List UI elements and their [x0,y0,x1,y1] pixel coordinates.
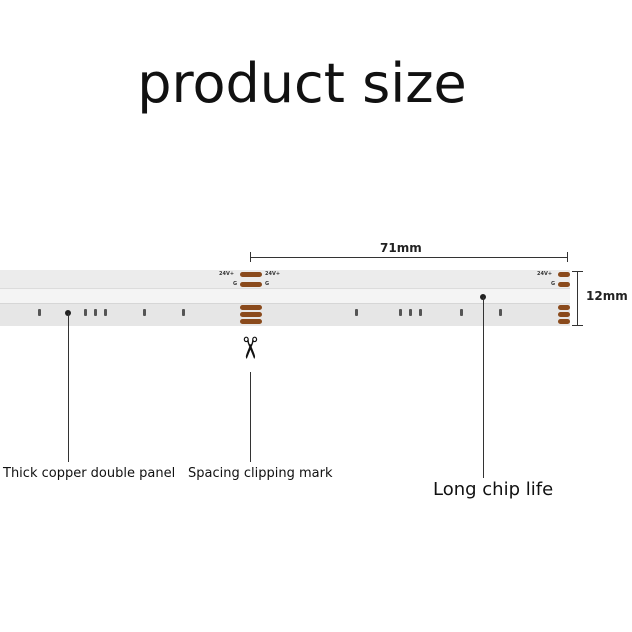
dimension-tick [572,325,583,326]
copper-pad [558,305,570,310]
dimension-tick [567,252,568,262]
copper-pad [558,282,570,287]
copper-pad [240,319,262,324]
page-title: product size [137,52,467,115]
pad-label: G [265,281,270,287]
length-label: 71mm [380,241,422,255]
callout-line [250,372,251,462]
chip [84,309,87,316]
chip [143,309,146,316]
callout-chip-life: Long chip life [433,479,554,500]
callout-clipping-mark: Spacing clipping mark [188,466,333,481]
pad-label: 24V+ [537,271,553,277]
pad-label: 24V+ [265,271,281,277]
chip [419,309,422,316]
copper-pad [558,319,570,324]
chip [499,309,502,316]
chip [38,309,41,316]
dimension-tick [572,271,583,272]
width-dimension-line [577,271,578,325]
pad-label: G [233,281,238,287]
chip [182,309,185,316]
scissors-icon: ✂ [231,335,267,361]
chip [104,309,107,316]
copper-pad [240,312,262,317]
chip [399,309,402,316]
copper-pad [558,272,570,277]
width-label: 12mm [586,289,628,303]
copper-pad [240,272,262,277]
chip [460,309,463,316]
copper-pad [240,282,262,287]
copper-pad [240,305,262,310]
copper-pad [558,312,570,317]
strip-top-band [0,270,570,289]
pad-label: 24V+ [219,271,235,277]
pad-label: G [551,281,556,287]
callout-copper-panel: Thick copper double panel [3,466,176,481]
length-dimension-line [250,257,567,258]
callout-line [68,313,69,462]
strip-bottom-band [0,303,570,326]
chip [409,309,412,316]
chip [355,309,358,316]
dimension-tick [250,252,251,262]
chip [94,309,97,316]
callout-line [483,297,484,478]
